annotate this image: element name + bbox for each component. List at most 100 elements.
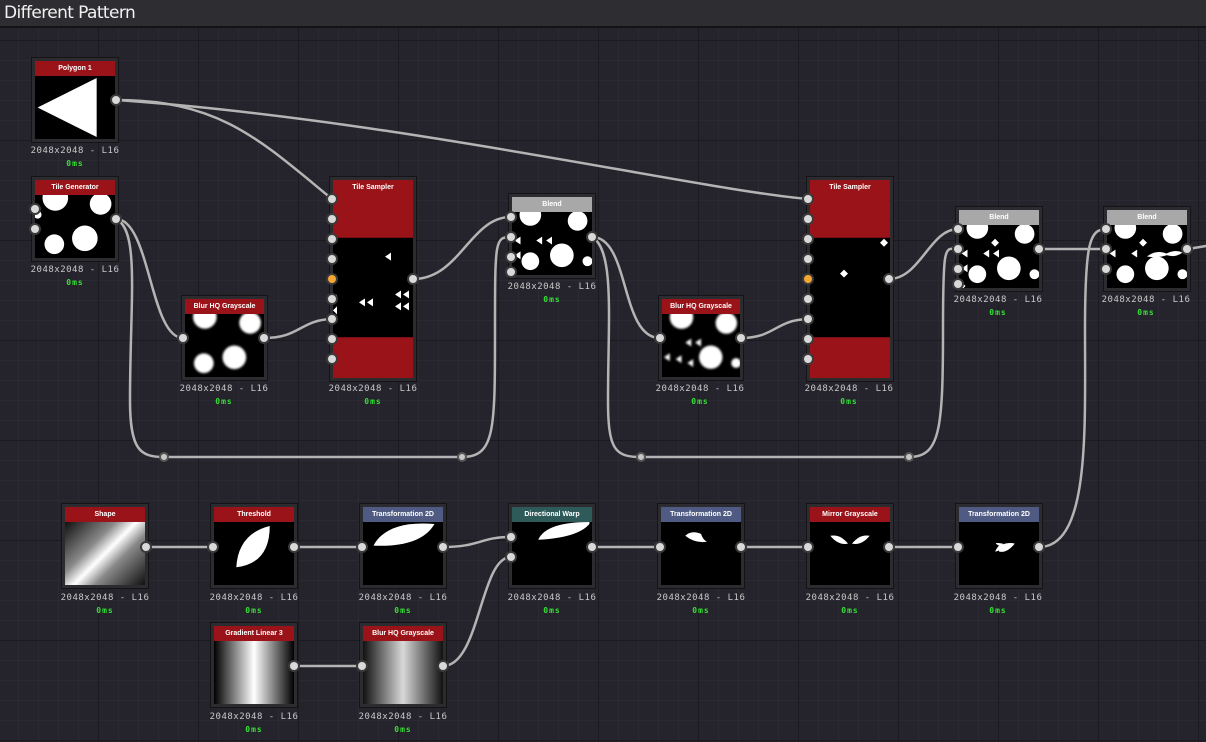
input-port[interactable] — [802, 213, 814, 225]
input-port[interactable] — [952, 278, 964, 290]
node-info: 2048x2048 - L16 — [498, 282, 606, 292]
input-port[interactable] — [802, 233, 814, 245]
input-port[interactable] — [505, 531, 517, 543]
node-blur-hq-grayscale[interactable]: Blur HQ Grayscale — [359, 622, 447, 708]
input-port[interactable] — [802, 541, 814, 553]
output-port[interactable] — [586, 231, 598, 243]
input-port[interactable] — [505, 231, 517, 243]
input-port[interactable] — [356, 541, 368, 553]
input-port[interactable] — [326, 253, 338, 265]
input-port[interactable] — [177, 332, 189, 344]
node-blur-hq-grayscale[interactable]: Blur HQ Grayscale — [658, 295, 744, 381]
input-port[interactable] — [326, 293, 338, 305]
node-info: 2048x2048 - L16 — [647, 593, 755, 603]
output-port[interactable] — [1033, 541, 1045, 553]
input-port[interactable] — [1100, 243, 1112, 255]
input-port[interactable] — [505, 266, 517, 278]
input-port[interactable] — [505, 211, 517, 223]
node-header: Transformation 2D — [363, 507, 443, 522]
node-info: 2048x2048 - L16 — [498, 593, 606, 603]
node-tile-sampler[interactable]: Tile Sampler — [329, 176, 417, 382]
input-port[interactable] — [952, 223, 964, 235]
output-port[interactable] — [110, 94, 122, 106]
node-transformation-2d[interactable]: Transformation 2D — [657, 503, 745, 589]
input-port[interactable] — [326, 333, 338, 345]
input-port[interactable] — [802, 293, 814, 305]
circles-thumbnail — [35, 195, 115, 258]
output-port[interactable] — [110, 213, 122, 225]
node-blend[interactable]: Blend — [1103, 206, 1191, 292]
input-port[interactable] — [326, 273, 338, 285]
input-port[interactable] — [952, 541, 964, 553]
node-blend[interactable]: Blend — [955, 206, 1043, 292]
node-shape[interactable]: Shape — [61, 503, 149, 589]
input-port[interactable] — [952, 263, 964, 275]
output-port[interactable] — [883, 541, 895, 553]
input-port[interactable] — [505, 251, 517, 263]
input-port[interactable] — [356, 660, 368, 672]
input-port[interactable] — [654, 332, 666, 344]
leaf-thumbnail — [959, 522, 1039, 585]
output-port[interactable] — [258, 332, 270, 344]
node-info: 2048x2048 - L16 — [796, 593, 904, 603]
leaf-thumbnail — [810, 522, 890, 585]
input-port[interactable] — [29, 203, 41, 215]
graph-title: Different Pattern — [4, 3, 135, 23]
output-port[interactable] — [437, 541, 449, 553]
input-port[interactable] — [802, 333, 814, 345]
input-port[interactable] — [802, 353, 814, 365]
node-tile-generator[interactable]: Tile Generator — [31, 176, 119, 262]
output-port[interactable] — [140, 541, 152, 553]
output-port[interactable] — [1033, 243, 1045, 255]
node-transformation-2d[interactable]: Transformation 2D — [359, 503, 447, 589]
reroute-dot[interactable] — [457, 452, 467, 462]
input-port[interactable] — [802, 193, 814, 205]
input-port[interactable] — [326, 353, 338, 365]
input-port[interactable] — [654, 541, 666, 553]
node-header: Shape — [65, 507, 145, 522]
node-blend[interactable]: Blend — [508, 193, 596, 279]
input-port[interactable] — [1100, 263, 1112, 275]
reroute-dot[interactable] — [636, 452, 646, 462]
input-port[interactable] — [29, 223, 41, 235]
input-port[interactable] — [326, 313, 338, 325]
output-port[interactable] — [1181, 243, 1193, 255]
input-port[interactable] — [802, 313, 814, 325]
input-port[interactable] — [505, 551, 517, 563]
node-polygon-1[interactable]: Polygon 1 — [31, 57, 119, 143]
input-port[interactable] — [802, 253, 814, 265]
node-tile-sampler[interactable]: Tile Sampler — [806, 176, 894, 382]
output-port[interactable] — [586, 541, 598, 553]
input-port[interactable] — [326, 233, 338, 245]
node-transformation-2d[interactable]: Transformation 2D — [955, 503, 1043, 589]
output-port[interactable] — [407, 273, 419, 285]
triangles-thumbnail — [333, 195, 413, 378]
output-port[interactable] — [735, 541, 747, 553]
reroute-dot[interactable] — [159, 452, 169, 462]
output-port[interactable] — [437, 660, 449, 672]
input-port[interactable] — [326, 213, 338, 225]
input-port[interactable] — [1100, 223, 1112, 235]
node-info: 2048x2048 - L16 — [319, 384, 427, 394]
reroute-dot[interactable] — [904, 452, 914, 462]
input-port[interactable] — [802, 273, 814, 285]
node-blur-hq-grayscale[interactable]: Blur HQ Grayscale — [181, 295, 268, 381]
node-time: 0ms — [170, 397, 278, 406]
output-port[interactable] — [735, 332, 747, 344]
output-port[interactable] — [883, 273, 895, 285]
input-port[interactable] — [207, 541, 219, 553]
blend-thumbnail — [1107, 225, 1187, 288]
output-port[interactable] — [288, 541, 300, 553]
node-info: 2048x2048 - L16 — [21, 265, 129, 275]
node-info: 2048x2048 - L16 — [646, 384, 754, 394]
node-gradient-linear-3[interactable]: Gradient Linear 3 — [210, 622, 298, 708]
circles-thumbnail — [185, 314, 264, 377]
node-header: Threshold — [214, 507, 294, 522]
node-directional-warp[interactable]: Directional Warp — [508, 503, 596, 589]
output-port[interactable] — [288, 660, 300, 672]
input-port[interactable] — [326, 193, 338, 205]
node-mirror-grayscale[interactable]: Mirror Grayscale — [806, 503, 894, 589]
node-info: 2048x2048 - L16 — [51, 593, 159, 603]
node-threshold[interactable]: Threshold — [210, 503, 298, 589]
input-port[interactable] — [952, 243, 964, 255]
